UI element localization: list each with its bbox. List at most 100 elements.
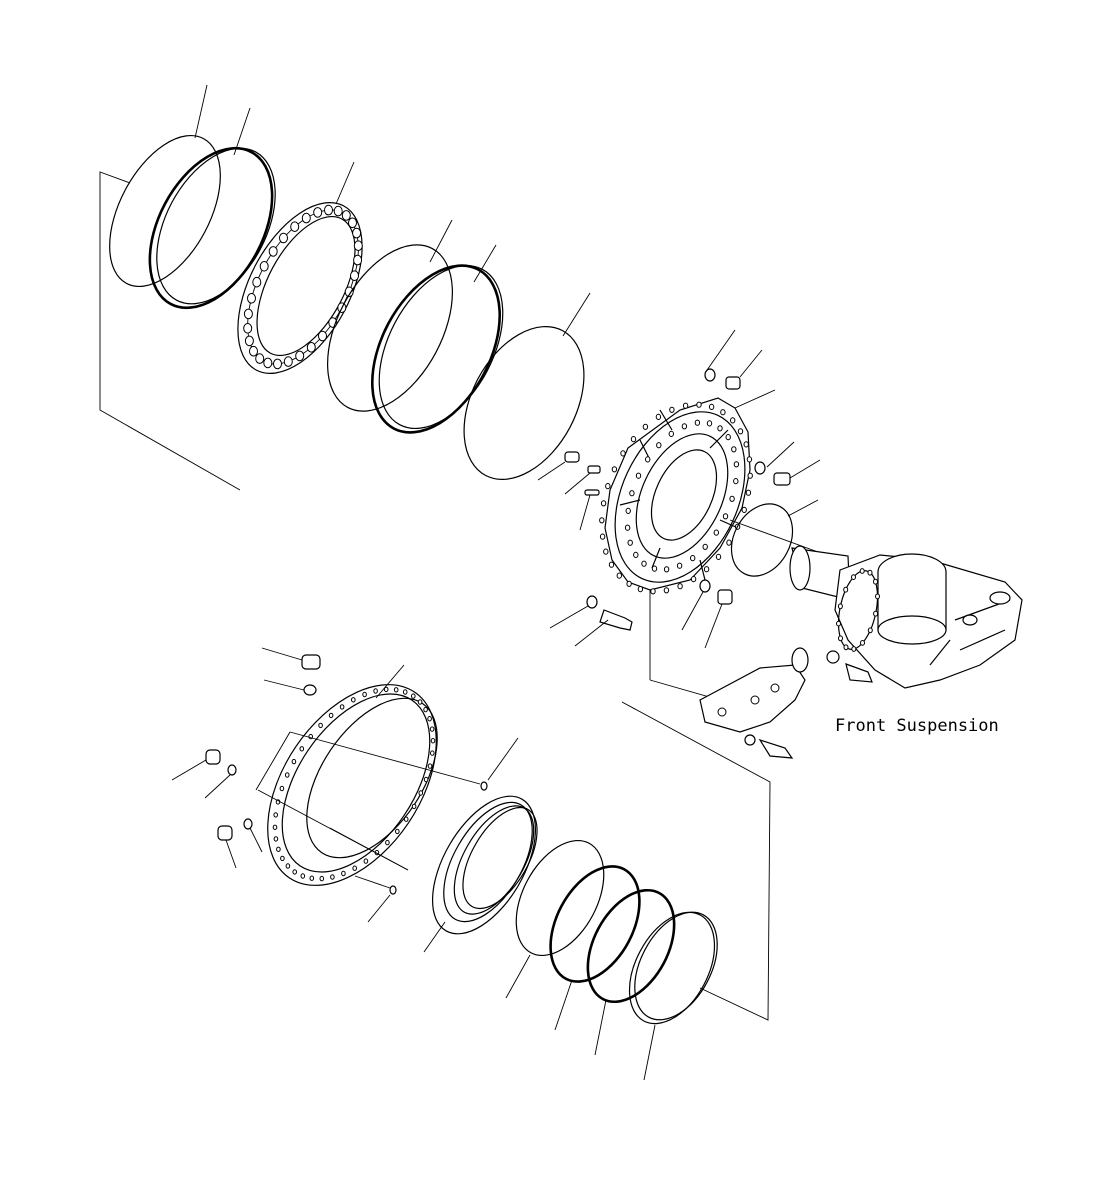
lower-group-bracket	[621, 701, 771, 1021]
bolt-hole	[720, 409, 726, 416]
bolt-hole	[713, 529, 719, 536]
bolt-hole	[430, 738, 436, 744]
bolt-hole	[344, 286, 354, 298]
bolt-hole	[279, 785, 285, 792]
bolt-hole	[625, 507, 631, 514]
bolt-hole	[290, 221, 300, 232]
bolt-hole	[867, 627, 873, 634]
bolt-hole	[383, 686, 389, 693]
bolt-hole	[690, 555, 696, 562]
bolt-hole	[411, 803, 417, 810]
bolt-hole	[276, 846, 281, 852]
bolt-hole	[295, 350, 305, 362]
bolt-hole	[247, 293, 256, 304]
bolt-hole	[273, 358, 282, 370]
bolt-hole	[599, 533, 606, 540]
bolt-hole	[273, 812, 279, 818]
bolt-hole	[330, 874, 335, 880]
bolt-hole	[645, 456, 651, 463]
bolt-hole	[677, 583, 683, 590]
bolt-hole	[655, 413, 662, 420]
bolt-hole	[363, 858, 369, 864]
bolt-hole	[603, 548, 609, 555]
bolt-hole	[423, 776, 429, 783]
bolt-hole	[717, 425, 723, 432]
bolt-hole	[350, 270, 359, 282]
bolt-hole	[836, 620, 841, 627]
bolt-hole	[429, 726, 435, 732]
bolt-hole	[427, 716, 432, 722]
bolt-hole	[656, 442, 662, 449]
bolt-hole	[263, 357, 273, 369]
carrier-plate	[599, 389, 776, 595]
bolt-hole	[668, 430, 674, 437]
top-plug	[261, 647, 321, 696]
bolt-hole	[393, 687, 399, 693]
bolt-hole	[600, 500, 607, 507]
bolt-hole	[427, 763, 433, 769]
bolt-hole	[633, 551, 639, 559]
bolt-hole	[746, 456, 753, 463]
bolt-hole	[733, 478, 739, 485]
o-ring-large	[463, 292, 591, 481]
bolt-hole	[318, 722, 323, 729]
bolt-hole	[385, 839, 390, 846]
bolt-hole	[843, 586, 849, 593]
bolt-hole	[273, 836, 279, 842]
bolt-hole	[268, 246, 278, 257]
bolt-hole	[676, 562, 683, 569]
bolt-hole	[875, 593, 880, 600]
lower-ring-2	[549, 865, 641, 1031]
bolt-hole	[255, 353, 265, 364]
bolt-hole	[682, 402, 689, 409]
bolt-hole	[703, 566, 710, 573]
bolt-hole	[729, 495, 735, 502]
bolt-hole	[669, 406, 675, 413]
small-pins	[367, 737, 519, 923]
bolt-hole	[283, 356, 293, 367]
bolt-hole	[838, 635, 843, 642]
bolt-hole	[341, 870, 346, 877]
bolt-hole	[351, 697, 356, 703]
bolt-hole	[353, 254, 363, 266]
bolt-hole	[627, 539, 633, 546]
upper-seal-ring-1	[109, 84, 221, 288]
seal-ring-3	[327, 219, 453, 412]
bolt-hole	[859, 568, 865, 574]
seal-ring-4	[370, 244, 504, 434]
bolt-hole	[352, 865, 358, 871]
front-suspension-assembly	[649, 519, 1023, 701]
bolt-hole	[851, 574, 856, 580]
bolt-hole	[726, 539, 732, 546]
bolt-hole	[635, 472, 642, 479]
bolt-hole	[741, 506, 747, 513]
bolt-hole	[244, 335, 254, 347]
bolt-hole	[284, 772, 290, 778]
bolt-hole	[285, 863, 291, 869]
bolt-hole	[629, 490, 635, 497]
bolt-hole	[873, 578, 878, 585]
bolt-hole	[417, 699, 423, 705]
bolt-hole	[243, 308, 253, 320]
bolt-hole	[630, 436, 637, 443]
bolt-hole	[272, 824, 278, 830]
upper-group-bracket	[99, 171, 241, 491]
bolt-hole	[418, 790, 424, 796]
bolt-hole	[743, 441, 749, 448]
front-suspension-label: Front Suspension	[835, 716, 999, 736]
small-o-ring-right	[730, 499, 819, 577]
bolt-hole	[292, 869, 298, 875]
bolt-hole	[299, 746, 305, 752]
bolt-hole	[599, 517, 605, 524]
bolt-hole	[663, 566, 670, 573]
bolt-hole	[279, 232, 288, 244]
bolt-hole	[300, 873, 306, 879]
bolt-hole	[339, 704, 345, 710]
bolt-hole	[725, 434, 731, 441]
upper-seal-ring-2	[148, 107, 276, 310]
right-bolt	[754, 441, 821, 486]
bolt-hole	[730, 417, 736, 424]
hub-seal-cup	[423, 795, 538, 953]
bolt-hole	[259, 261, 269, 272]
bolt-hole	[318, 330, 327, 342]
